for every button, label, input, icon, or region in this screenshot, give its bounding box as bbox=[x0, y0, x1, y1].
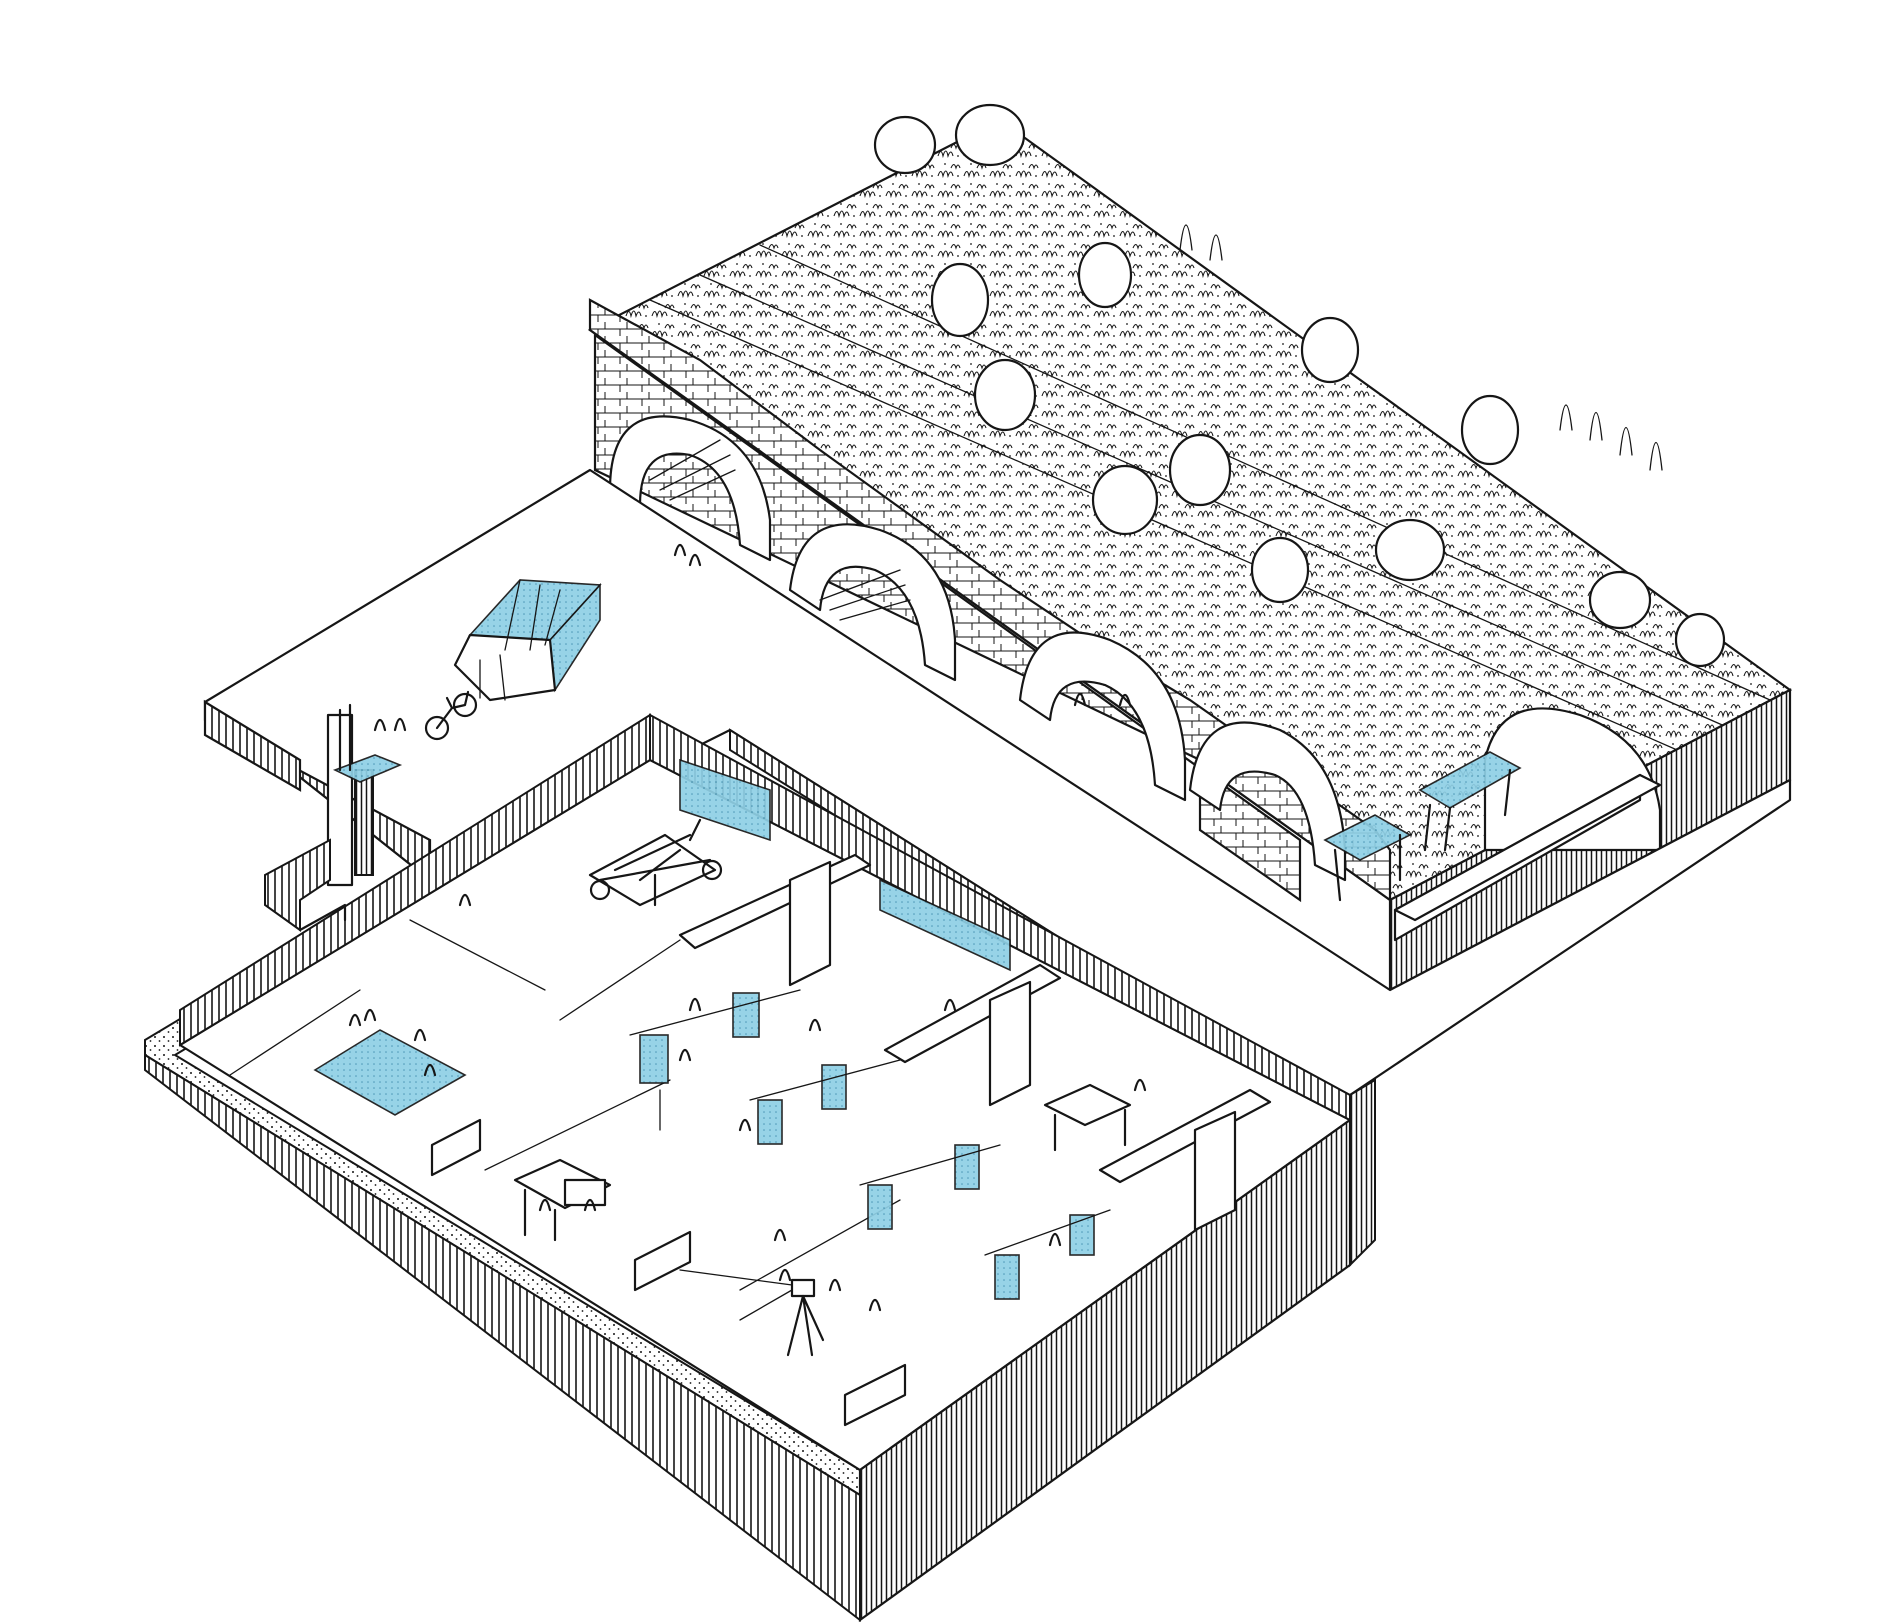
beam bbox=[1098, 1088, 1272, 1184]
lift-tower bbox=[326, 703, 403, 887]
hanging-panel bbox=[732, 992, 760, 1038]
roof-trees bbox=[873, 103, 1726, 668]
people bbox=[348, 543, 1147, 1312]
brick-arch bbox=[608, 415, 772, 562]
crate bbox=[430, 1118, 482, 1177]
rail-line bbox=[759, 244, 1771, 701]
hanging-panel bbox=[821, 1064, 847, 1110]
hall-left-front-wall bbox=[144, 1053, 861, 1623]
rail-line bbox=[649, 299, 1701, 761]
plaza-workshop-tables bbox=[1323, 751, 1522, 902]
column bbox=[788, 860, 832, 987]
greenhouse bbox=[453, 579, 602, 702]
crate bbox=[633, 1230, 692, 1292]
crate bbox=[843, 1363, 907, 1427]
column bbox=[988, 980, 1032, 1107]
machinery-cart bbox=[588, 818, 723, 907]
projector-tripod bbox=[679, 1269, 825, 1357]
long-bench-top bbox=[1393, 773, 1662, 922]
railway-viaduct bbox=[587, 103, 1793, 992]
stored-timber bbox=[649, 439, 911, 621]
hanging-panel bbox=[867, 1184, 893, 1230]
hanging-panel bbox=[757, 1099, 783, 1145]
column bbox=[1193, 1110, 1237, 1232]
hanging-panel bbox=[639, 1034, 669, 1084]
brick-arch bbox=[1018, 631, 1187, 802]
brick-arch bbox=[788, 523, 957, 682]
bicycle bbox=[424, 690, 478, 741]
work-table bbox=[1323, 814, 1412, 861]
wall-panel bbox=[679, 758, 771, 842]
floor-panel bbox=[313, 1029, 467, 1116]
hanging-panel bbox=[994, 1254, 1020, 1300]
entrance-steps bbox=[264, 838, 331, 932]
hall-tables bbox=[430, 1083, 1132, 1427]
sunken-hall bbox=[144, 713, 1376, 1623]
hall-table bbox=[1043, 1083, 1132, 1127]
plaza-left-edge bbox=[203, 700, 302, 792]
hall-beams bbox=[229, 853, 1272, 1291]
work-table bbox=[1418, 751, 1522, 809]
hanging-panel bbox=[1069, 1214, 1095, 1256]
exhibition-panels bbox=[313, 758, 1111, 1300]
section-wall-right bbox=[1349, 1078, 1376, 1268]
rail-line bbox=[699, 274, 1746, 736]
lift-platform bbox=[332, 754, 403, 783]
wall-panel bbox=[879, 878, 1011, 972]
